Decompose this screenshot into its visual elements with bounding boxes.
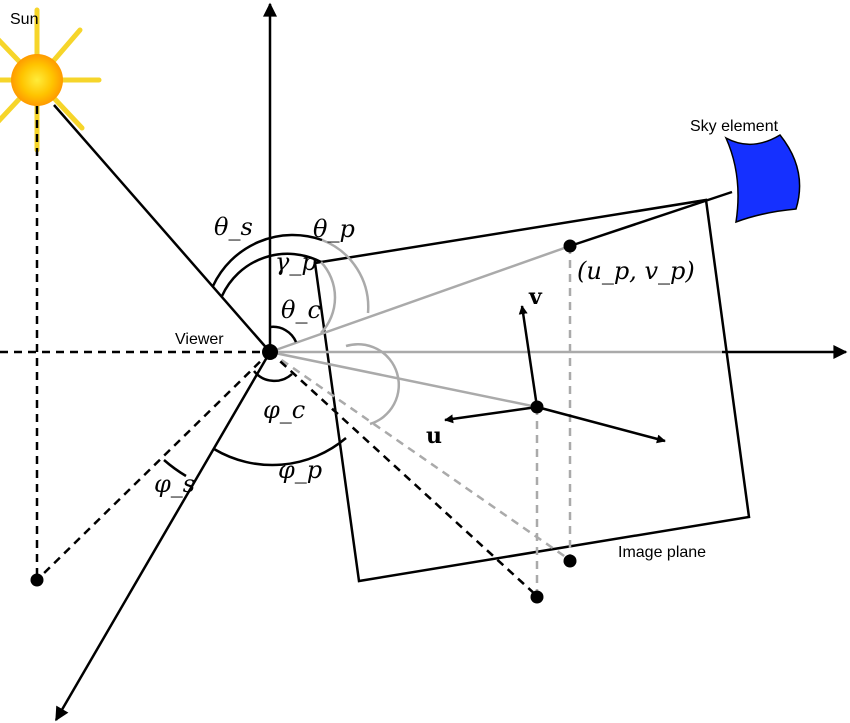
normal-vector [536,405,666,444]
u-label: u [426,423,442,449]
phi-p-label: φ_p [278,456,322,484]
image-plane [313,198,751,583]
theta-s-label: θ_s [214,213,253,241]
angle-arcs [163,233,347,478]
point-label: (u_p, v_p) [577,257,695,285]
image-plane-axes [444,305,666,444]
sun-ground-point [30,573,44,587]
viewer-point [262,344,278,360]
sky-element-icon [724,134,801,224]
phi-s-label: φ_s [154,470,195,498]
sun-label: Sun [10,11,38,28]
image-center-point [530,400,544,414]
viewer-label: Viewer [175,331,224,348]
sun-icon [0,7,102,153]
v-label: v [528,284,543,310]
sky-element-ray [569,190,733,248]
image-plane-label: Image plane [618,544,706,561]
sun-direction-line [53,104,271,353]
ground-axis [54,351,272,722]
u-vector [444,405,538,424]
theta-p-label: θ_p [313,215,355,243]
sky-point [563,239,577,253]
phi-c-label: φ_c [263,396,305,424]
center-ground-point [530,590,544,604]
sky-ground-point [563,554,577,568]
ground-projections [0,106,538,597]
projection-lines [269,238,722,597]
v-vector [518,305,539,408]
gamma-p-label: γ_p [275,248,317,276]
sky-element-label: Sky element [690,118,779,135]
points [30,239,577,604]
theta-c-label: θ_c [281,296,321,324]
